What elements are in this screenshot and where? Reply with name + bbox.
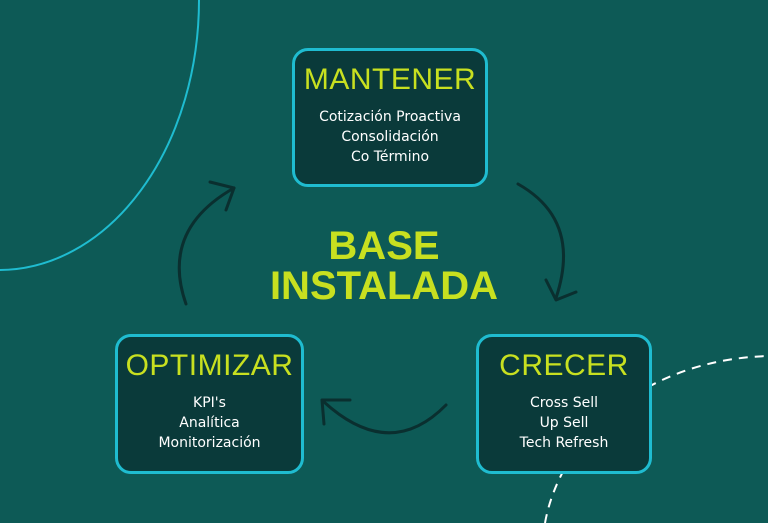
stage-item: Tech Refresh xyxy=(519,435,609,451)
stage-box-crecer: CRECER Cross Sell Up Sell Tech Refresh xyxy=(476,334,652,474)
cycle-arrow-left xyxy=(177,180,236,306)
center-title-line1: BASE xyxy=(328,224,440,268)
stage-item: Consolidación xyxy=(341,129,439,145)
stage-item: Cotización Proactiva xyxy=(319,109,461,125)
center-title-line2: INSTALADA xyxy=(269,264,499,308)
cycle-arrow-bottom xyxy=(320,398,448,435)
center-title: BASE INSTALADA xyxy=(234,226,534,306)
decorative-arc xyxy=(0,0,200,271)
stage-title-optimizar: OPTIMIZAR xyxy=(125,349,294,382)
stage-items-mantener: Cotización Proactiva Consolidación Co Té… xyxy=(295,107,485,167)
stage-item: Co Término xyxy=(350,149,430,165)
stage-title-mantener: MANTENER xyxy=(303,63,477,96)
stage-item: Monitorización xyxy=(158,435,261,451)
stage-item: Analítica xyxy=(179,415,240,431)
stage-item: Up Sell xyxy=(539,415,589,431)
stage-items-crecer: Cross Sell Up Sell Tech Refresh xyxy=(479,393,649,453)
stage-box-mantener: MANTENER Cotización Proactiva Consolidac… xyxy=(292,48,488,187)
stage-item: KPI's xyxy=(193,395,226,411)
cycle-arrow-right xyxy=(516,182,578,302)
stage-title-crecer: CRECER xyxy=(499,349,629,382)
stage-items-optimizar: KPI's Analítica Monitorización xyxy=(118,393,301,453)
stage-item: Cross Sell xyxy=(529,395,599,411)
stage-box-optimizar: OPTIMIZAR KPI's Analítica Monitorización xyxy=(115,334,304,474)
